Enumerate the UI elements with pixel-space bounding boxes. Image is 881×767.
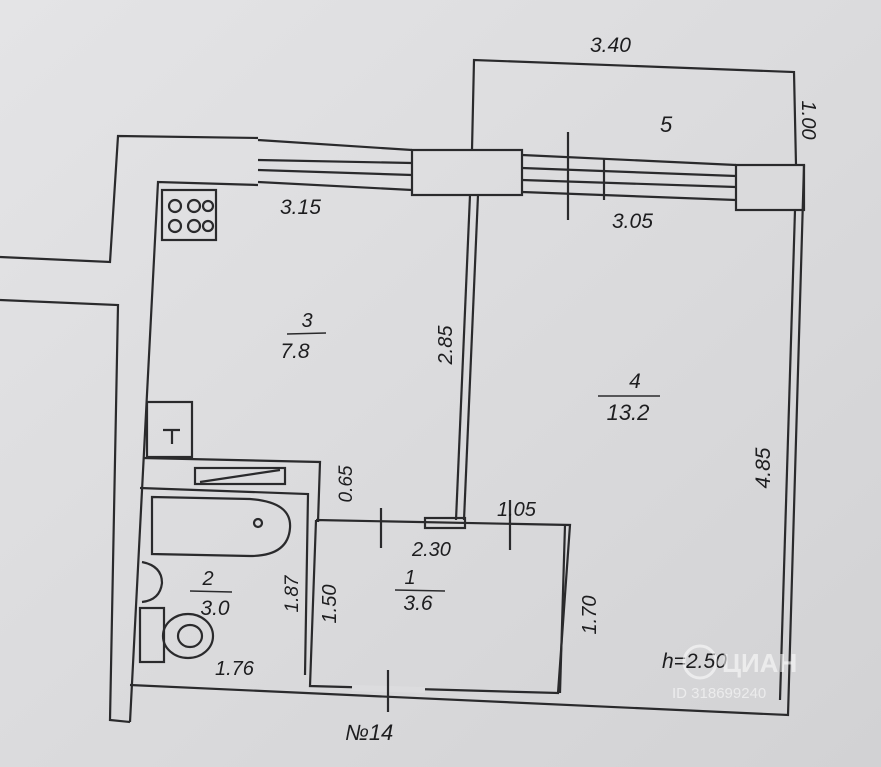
room-3-fraction-line bbox=[286, 332, 327, 335]
window-line bbox=[521, 178, 737, 189]
dim-hall-width: 2.30 bbox=[411, 539, 451, 561]
window-line bbox=[521, 153, 737, 167]
watermark-logo-icon bbox=[682, 644, 718, 680]
dim-kitchen-lower: 0.65 bbox=[336, 465, 357, 502]
stove bbox=[160, 188, 218, 242]
dim-kitchen-depth: 2.85 bbox=[435, 325, 457, 366]
dim-room-depth: 4.85 bbox=[752, 447, 775, 488]
washbasin bbox=[141, 560, 164, 604]
walls bbox=[0, 58, 806, 724]
window-line bbox=[521, 166, 737, 178]
outer-wall-right-bottom bbox=[129, 164, 806, 717]
stove-burner bbox=[186, 198, 202, 214]
room-1-fraction-line bbox=[394, 589, 446, 592]
ventilation-diagonal bbox=[199, 468, 281, 484]
room-2-area: 3.0 bbox=[200, 597, 230, 620]
balcony-outline bbox=[470, 58, 798, 166]
room-4-number: 4 bbox=[629, 370, 641, 393]
toilet-seat bbox=[176, 623, 204, 649]
dim-balcony-width: 3.40 bbox=[590, 34, 631, 57]
toilet-bowl bbox=[161, 612, 215, 660]
watermark-brand: ЦИАН bbox=[722, 648, 797, 678]
room-1-area: 3.6 bbox=[403, 592, 433, 615]
room-4-area: 13.2 bbox=[607, 400, 650, 425]
room-3-number: 3 bbox=[301, 310, 312, 332]
window-line bbox=[521, 190, 737, 202]
dim-bath-height: 1.87 bbox=[282, 574, 303, 612]
room-5-number: 5 bbox=[660, 112, 673, 137]
partition-kitchen-room bbox=[454, 194, 472, 521]
window-line bbox=[257, 180, 413, 192]
room-2-fraction-line bbox=[189, 590, 233, 593]
dim-bath-width: 1.76 bbox=[215, 658, 255, 680]
window-line bbox=[257, 168, 413, 177]
bathroom-top-wall bbox=[142, 456, 322, 523]
stove-burner bbox=[167, 198, 183, 214]
bathtub bbox=[150, 495, 292, 558]
kitchen-sink bbox=[145, 400, 194, 459]
room-1-number: 1 bbox=[404, 567, 415, 589]
bathroom-walls bbox=[139, 486, 310, 676]
dim-hall-opening: 1.05 bbox=[497, 499, 537, 521]
dim-balcony-depth: 1.00 bbox=[797, 101, 819, 140]
window-line bbox=[257, 138, 413, 152]
room-2-number: 2 bbox=[201, 568, 213, 590]
kitchen-outer-wall bbox=[128, 180, 259, 723]
hall-wall-right bbox=[558, 524, 567, 694]
door-jamb bbox=[423, 516, 467, 530]
stove-burner bbox=[186, 218, 202, 234]
stove-burner bbox=[167, 218, 183, 234]
watermark-listing-id: ID 318699240 bbox=[672, 685, 766, 702]
window-line bbox=[257, 158, 413, 165]
partition-kitchen-room bbox=[462, 194, 480, 521]
dim-kitchen-width: 3.15 bbox=[280, 196, 321, 219]
ceiling-height: h=2.50 bbox=[662, 650, 727, 673]
stove-burner bbox=[201, 219, 215, 233]
room-3-area: 7.8 bbox=[280, 340, 310, 363]
outer-wall-right-inner bbox=[778, 209, 797, 701]
outer-wall-left bbox=[0, 298, 131, 724]
apartment-number: №14 bbox=[345, 720, 393, 745]
outer-wall-top-left bbox=[0, 134, 259, 264]
dim-room-lower: 1.70 bbox=[579, 596, 601, 635]
dim-hall-depth: 1.50 bbox=[319, 585, 341, 624]
dim-room-width: 3.05 bbox=[612, 210, 653, 233]
wall-column bbox=[410, 148, 524, 197]
ventilation-shaft bbox=[193, 466, 287, 486]
stove-burner bbox=[201, 199, 215, 213]
watermark: ЦИАН ID 318699240 bbox=[672, 644, 797, 702]
bathtub-drain bbox=[252, 517, 264, 529]
hall-walls bbox=[308, 518, 572, 695]
